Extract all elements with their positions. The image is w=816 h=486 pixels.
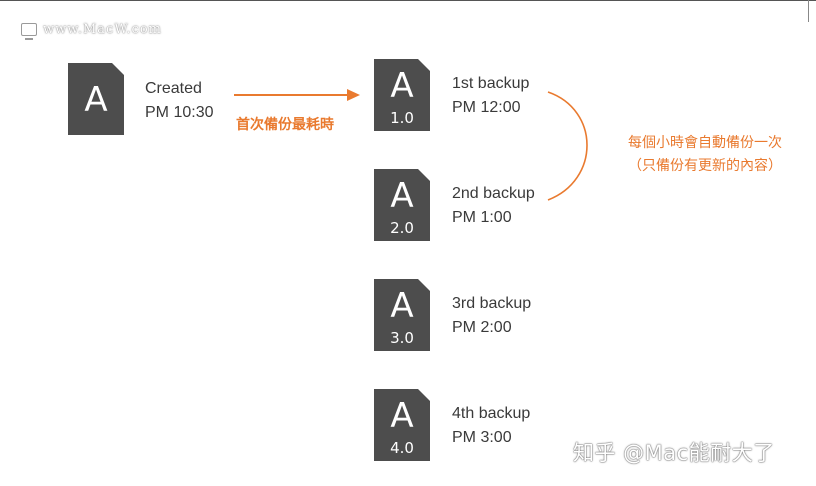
watermark-text: www.MacW.com [43, 21, 162, 37]
site-watermark: www.MacW.com [21, 20, 162, 40]
document-letter: A [390, 286, 414, 326]
document-version: 1.0 [390, 109, 414, 127]
document-letter: A [390, 176, 414, 216]
backup-title: 1st backup [452, 75, 530, 92]
backup-time: PM 2:00 [452, 319, 512, 336]
hourly-note-line2: （只備份有更新的內容） [628, 158, 782, 174]
backup-time: PM 12:00 [452, 99, 521, 116]
original-created-label: Created [145, 80, 202, 97]
backup-time: PM 3:00 [452, 429, 512, 446]
arrow-head-icon [347, 89, 360, 101]
document-version: 2.0 [390, 219, 414, 237]
backup-title: 3rd backup [452, 295, 532, 312]
hourly-note-line1: 每個小時會自動備份一次 [628, 135, 782, 151]
backup-document-icon: A 4.0 [374, 389, 430, 461]
document-letter: A [84, 80, 108, 120]
original-created-time: PM 10:30 [145, 104, 214, 121]
backup-document-icon: A 3.0 [374, 279, 430, 351]
backup-document-icon: A 1.0 [374, 59, 430, 131]
zhihu-credit-watermark: 知乎 @Mac能耐大了 [573, 441, 775, 465]
document-version: 4.0 [390, 439, 414, 457]
backup-document-icon: A 2.0 [374, 169, 430, 241]
hourly-bracket-curve [547, 91, 588, 201]
monitor-icon [21, 22, 37, 40]
original-document-icon: A [68, 63, 124, 135]
document-version: 3.0 [390, 329, 414, 347]
backup-title: 4th backup [452, 405, 531, 422]
first-backup-note: 首次備份最耗時 [236, 117, 334, 133]
document-letter: A [390, 396, 414, 436]
document-letter: A [390, 66, 414, 106]
right-border-line [808, 0, 809, 22]
backup-time: PM 1:00 [452, 209, 512, 226]
top-border-line [0, 0, 816, 1]
backup-title: 2nd backup [452, 185, 535, 202]
